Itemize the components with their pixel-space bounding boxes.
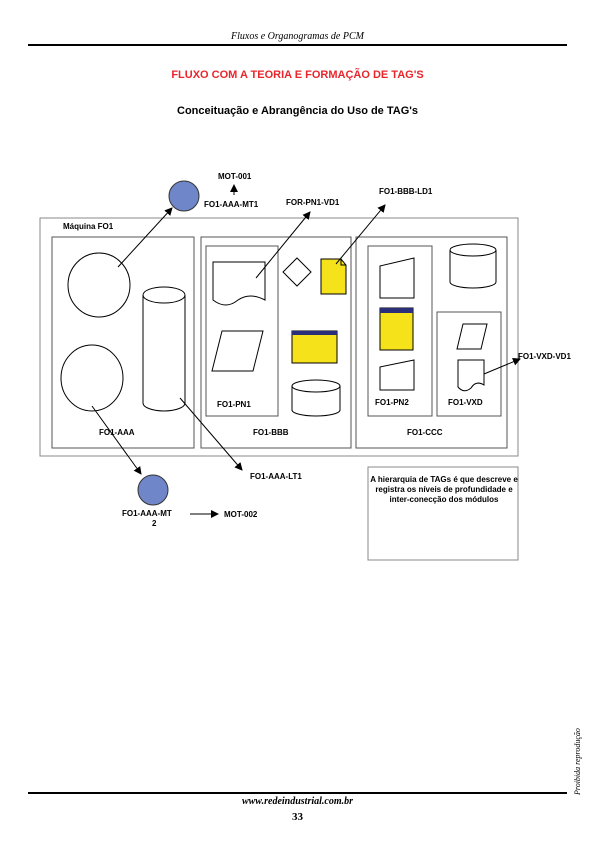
side-note: Proibida reprodução (573, 728, 582, 795)
arrow-aaa-to-mt1 (117, 207, 173, 268)
label-aaa-mt2-line1: FO1-AAA-MT (122, 509, 172, 518)
vxd-parallelogram-shape (456, 323, 488, 350)
label-vxd: FO1-VXD (448, 398, 483, 407)
bbb-ld1-component (320, 258, 347, 295)
footer-website: www.redeindustrial.com.br (241, 796, 354, 807)
label-aaa-mt2-line2: 2 (152, 519, 157, 528)
running-header: Fluxos e Organogramas de PCM (231, 31, 364, 42)
arrow-vxd-to-vd1 (483, 358, 521, 375)
panel-pn1-box (205, 245, 279, 417)
arrow-tank-to-lt1 (179, 397, 243, 471)
vxd-document-shape (457, 359, 485, 392)
label-aaa: FO1-AAA (99, 428, 135, 437)
aaa-motor-1 (67, 252, 131, 318)
label-aaa-lt1: FO1-AAA-LT1 (250, 472, 302, 481)
module-aaa-box (51, 236, 195, 449)
bbb-yellow-block (291, 330, 338, 364)
label-bbb: FO1-BBB (253, 428, 289, 437)
pn1-document-shape (212, 261, 266, 306)
pn2-yellow-block (379, 307, 414, 351)
label-ccc: FO1-CCC (407, 428, 443, 437)
label-pn1: FO1-PN1 (217, 400, 251, 409)
page-title: FLUXO COM A TEORIA E FORMAÇÃO DE TAG'S (171, 69, 424, 81)
label-bbb-ld1: FO1-BBB-LD1 (379, 187, 433, 196)
page-number: 33 (292, 811, 303, 823)
label-pn2: FO1-PN2 (375, 398, 409, 407)
machine-box (39, 217, 519, 457)
panel-vxd-box (436, 311, 502, 417)
arrow-bbb-to-ld1 (335, 204, 386, 265)
aaa-tank (142, 286, 186, 412)
arrow-aaa-to-mt2 (91, 405, 142, 475)
hierarchy-note: A hierarquia de TAGs é que descreve e re… (370, 475, 518, 504)
label-aaa-mt1: FO1-AAA-MT1 (204, 200, 259, 209)
label-for-pn1-vd1: FOR-PN1-VD1 (286, 198, 340, 207)
bbb-decision-shape (282, 257, 312, 287)
label-vxd-vd1: FO1-VXD-VD1 (518, 352, 571, 361)
machine-label: Máquina FO1 (63, 222, 114, 231)
label-mot002: MOT-002 (224, 510, 258, 519)
module-bbb-box (200, 236, 352, 449)
motor-mt1 (168, 180, 200, 212)
motor-mt2 (137, 474, 169, 506)
ccc-drum (449, 243, 497, 289)
page-subtitle: Conceituação e Abrangência do Uso de TAG… (177, 105, 418, 117)
pn1-parallelogram-shape (211, 330, 264, 372)
arrow-pn1-to-vd1 (255, 211, 311, 279)
aaa-motor-2 (60, 344, 124, 412)
panel-pn2-box (367, 245, 433, 417)
note-box (367, 466, 519, 561)
pn2-small-trapezoid (379, 359, 415, 391)
bbb-drum (291, 379, 341, 417)
module-ccc-box (355, 236, 508, 449)
label-mot001: MOT-001 (218, 172, 252, 181)
pn2-trapezoid-shape (379, 257, 415, 299)
